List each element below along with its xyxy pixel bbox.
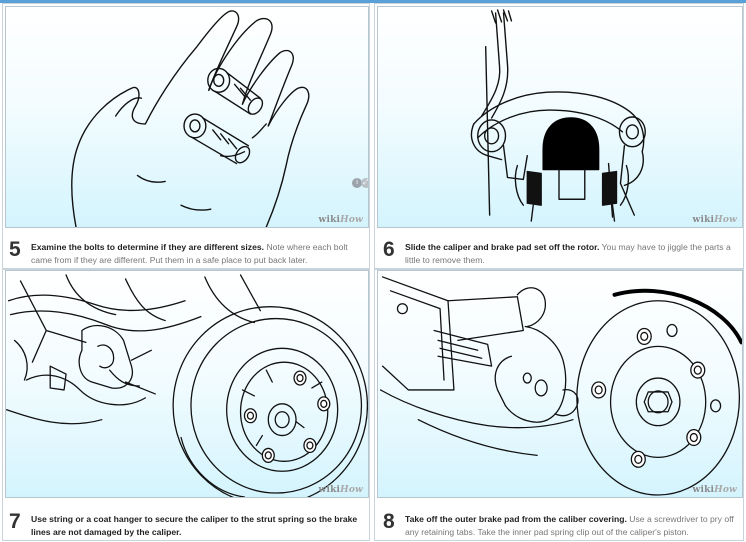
wikihow-watermark: wikiHow	[692, 485, 737, 495]
step-text: Slide the caliper and brake pad set off …	[405, 241, 739, 267]
wikihow-watermark: wikiHow	[692, 215, 737, 225]
step-card-7: wikiHow 7 Use string or a coat hanger to…	[2, 269, 370, 541]
step-6-image: wikiHow	[377, 6, 743, 228]
step-text: Use string or a coat hanger to secure th…	[31, 513, 365, 539]
hand-with-bolts-illustration	[71, 10, 310, 227]
step-number: 6	[383, 238, 395, 261]
step-title: Slide the caliper and brake pad set off …	[405, 242, 600, 252]
wikihow-watermark: wikiHow	[318, 215, 363, 225]
step-card-5: i ⤢ wikiHow 5 Examine the bolts to deter…	[2, 3, 370, 269]
top-accent-strip	[0, 0, 746, 3]
step-7-image: wikiHow	[5, 270, 369, 498]
strut-and-rotor-illustration	[6, 274, 368, 497]
step-8-caption: 8 Take off the outer brake pad from the …	[383, 510, 739, 542]
step-text: Examine the bolts to determine if they a…	[31, 241, 365, 267]
step-number: 7	[9, 510, 21, 533]
step-detail: Use a screwdriver to pry off any retaini…	[405, 514, 734, 537]
step-detail: You may have to jiggle the parts a littl…	[405, 242, 731, 265]
step-card-6: wikiHow 6 Slide the caliper and brake pa…	[374, 3, 744, 269]
step-text: Take off the outer brake pad from the ca…	[405, 513, 739, 539]
step-5-caption: 5 Examine the bolts to determine if they…	[9, 238, 365, 270]
step-number: 5	[9, 238, 21, 261]
caliper-illustration	[470, 9, 646, 222]
step-6-caption: 6 Slide the caliper and brake pad set of…	[383, 238, 739, 270]
brake-pad-removal-illustration	[379, 276, 742, 496]
step-5-image: i ⤢ wikiHow	[5, 6, 369, 228]
step-detail: Note where each bolt came from if they a…	[31, 242, 348, 265]
step-number: 8	[383, 510, 395, 533]
step-8-image: wikiHow	[377, 270, 743, 498]
step-card-8: wikiHow 8 Take off the outer brake pad f…	[374, 269, 744, 541]
wikihow-watermark: wikiHow	[318, 485, 363, 495]
step-title: Examine the bolts to determine if they a…	[31, 242, 265, 252]
info-icon[interactable]: i	[352, 178, 362, 188]
step-title: Use string or a coat hanger to secure th…	[31, 514, 358, 537]
step-7-caption: 7 Use string or a coat hanger to secure …	[9, 510, 365, 542]
expand-icon[interactable]: ⤢	[361, 178, 368, 188]
step-title: Take off the outer brake pad from the ca…	[405, 514, 627, 524]
